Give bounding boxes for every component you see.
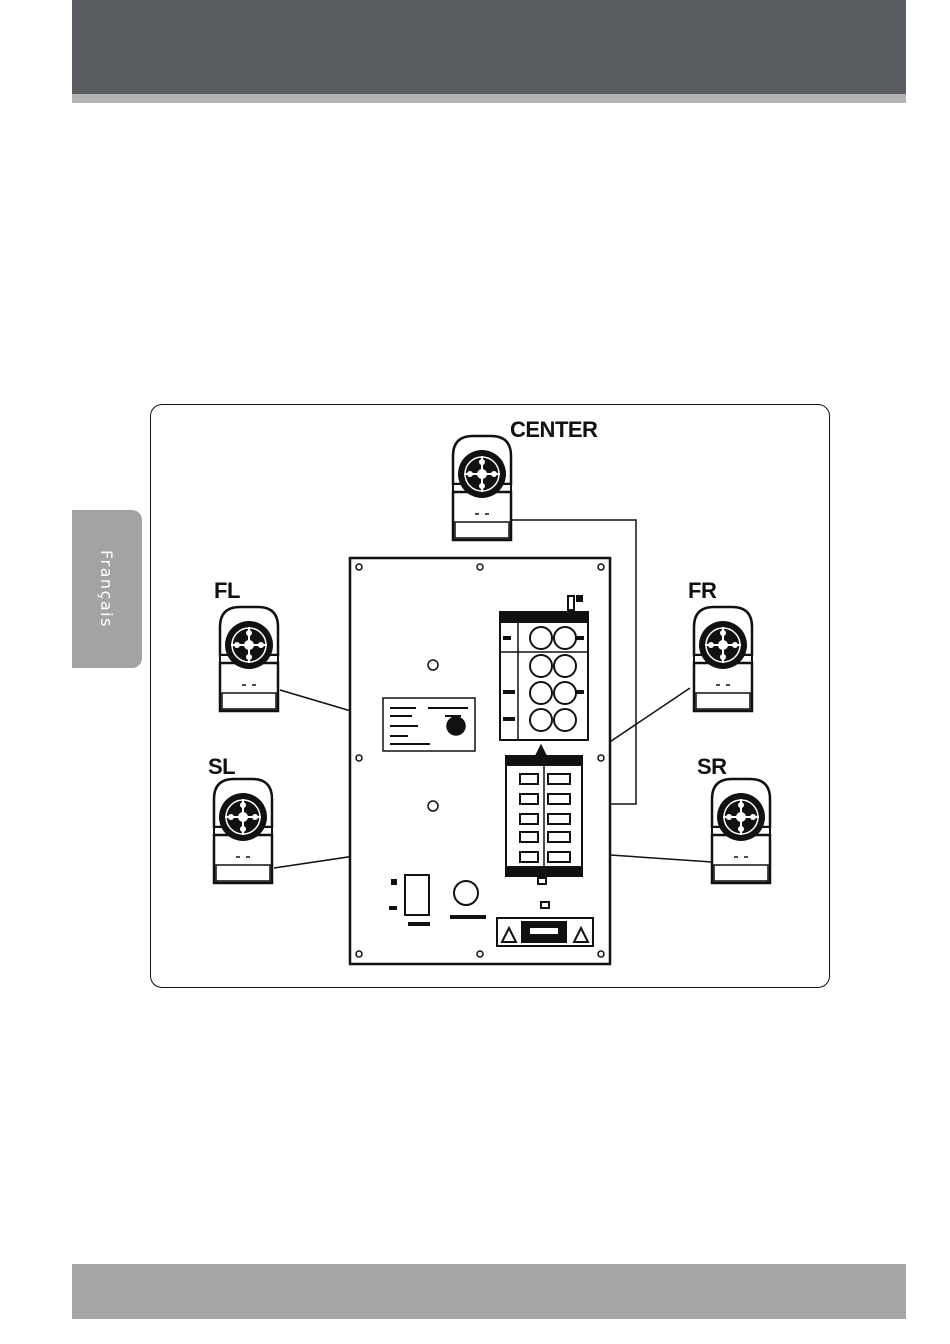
footer-bar	[72, 1264, 906, 1319]
audio-input-jacks	[500, 596, 588, 740]
center-speaker	[453, 436, 511, 540]
front-right-label: FR	[688, 578, 717, 603]
center-label: CENTER	[510, 417, 598, 442]
front-right-speaker	[694, 607, 752, 711]
surround-right-label: SR	[697, 754, 727, 779]
surround-left-speaker	[214, 779, 272, 883]
front-left-speaker	[220, 607, 278, 711]
surround-left-label: SL	[208, 754, 235, 779]
surround-right-speaker	[712, 779, 770, 883]
subwoofer-back-panel	[350, 558, 610, 964]
front-left-label: FL	[214, 578, 240, 603]
speaker-output-terminals	[506, 746, 582, 884]
rating-label-plate	[383, 698, 475, 751]
